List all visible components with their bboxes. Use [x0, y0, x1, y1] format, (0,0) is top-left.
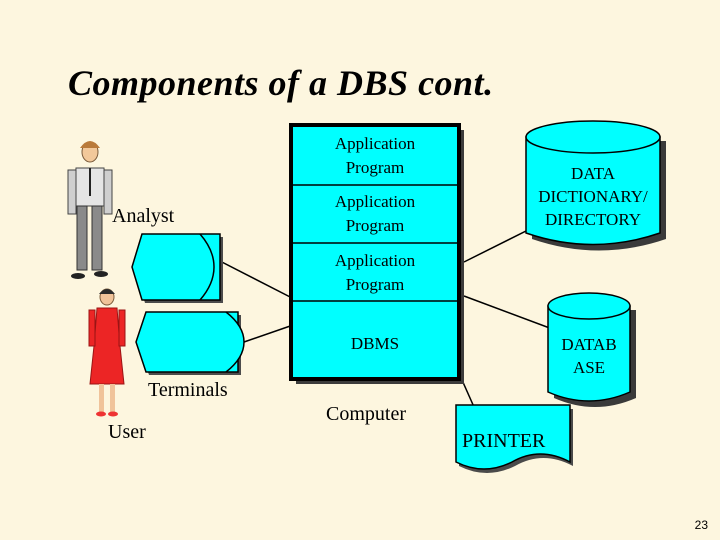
app-program-3-label: Application Program [291, 249, 459, 297]
database-line2: ASE [572, 358, 606, 377]
connector-terminal2-computer [243, 323, 297, 343]
computer-box [289, 123, 464, 384]
page-number: 23 [694, 518, 708, 532]
computer-label: Computer [326, 403, 406, 425]
database-cylinder [547, 292, 636, 407]
printer-label: PRINTER [462, 430, 546, 452]
app-program-2-label: Application Program [291, 190, 459, 238]
terminal-shape-2 [135, 311, 245, 375]
analyst-label: Analyst [112, 205, 175, 227]
app-program-1-line2: Program [345, 158, 405, 177]
user-label: User [108, 421, 146, 443]
app-program-2-line1: Application [334, 192, 416, 211]
app-program-2-line2: Program [345, 216, 405, 235]
app-program-1-label: Application Program [291, 132, 459, 180]
connector-computer-database [463, 295, 556, 331]
database-line1: DATAB [561, 335, 617, 354]
data-dictionary-line3: DIRECTORY [544, 210, 642, 229]
data-dictionary-label: DATA DICTIONARY/ DIRECTORY [520, 162, 666, 231]
analyst-figure [67, 141, 113, 279]
data-dictionary-line2: DICTIONARY/ [538, 187, 648, 206]
terminal-shape-1 [131, 233, 223, 303]
printer-shape [455, 404, 573, 473]
data-dictionary-cylinder [525, 120, 666, 251]
app-program-1-line1: Application [334, 134, 416, 153]
user-figure [88, 288, 126, 417]
slide-title: Components of a DBS cont. [68, 63, 494, 103]
terminals-label: Terminals [148, 379, 228, 401]
app-program-3-line1: Application [334, 251, 416, 270]
dbms-label: DBMS [350, 334, 400, 353]
database-label: DATAB ASE [548, 333, 630, 379]
data-dictionary-line1: DATA [571, 164, 615, 183]
app-program-3-line2: Program [345, 275, 405, 294]
connector-terminal1-computer [213, 257, 297, 301]
